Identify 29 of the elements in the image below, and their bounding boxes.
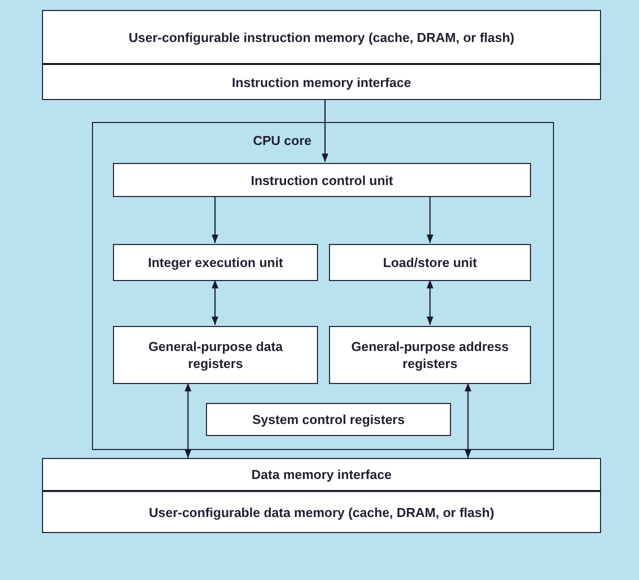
arrow [426, 280, 434, 325]
unit-box [329, 244, 531, 281]
unit-box [113, 326, 318, 384]
unit-label: User-configurable data memory (cache, DRAM, or flash) [148, 504, 496, 520]
unit-label: Load/store unit [382, 254, 478, 271]
unit-box [42, 491, 601, 533]
unit-label: System control registers [251, 411, 406, 428]
unit-box [329, 326, 531, 384]
container-title: CPU core [253, 132, 312, 150]
arrow [212, 280, 218, 325]
unit-label: General-purpose data registers [147, 338, 284, 372]
unit-box [206, 403, 451, 436]
unit-box [113, 244, 318, 281]
container-box [92, 122, 554, 450]
unit-box [113, 163, 531, 197]
arrow [426, 196, 434, 243]
arrow [212, 196, 218, 243]
arrow [464, 383, 472, 458]
unit-label: Data memory interface [250, 466, 393, 483]
unit-label: Instruction control unit [250, 172, 394, 188]
arrow [322, 100, 328, 162]
unit-box [42, 458, 601, 491]
unit-label: Integer execution unit [146, 254, 284, 271]
arrow [184, 383, 192, 458]
unit-label: Instruction memory interface [230, 74, 412, 90]
unit-label: User-configurable instruction memory (cache, DRAM, or flash) [128, 28, 516, 46]
unit-box [42, 64, 601, 100]
unit-label: General-purpose address registers [350, 338, 510, 372]
unit-box [42, 10, 601, 64]
